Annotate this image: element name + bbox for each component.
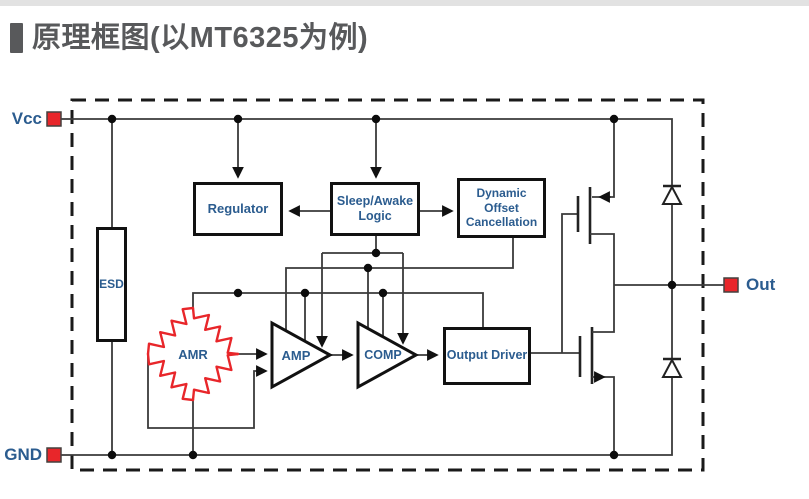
amr-resistor — [191, 352, 240, 402]
block-output-driver: Output Driver — [443, 327, 531, 385]
amp-label: AMP — [281, 348, 311, 363]
out-label: Out — [746, 275, 776, 294]
driver-to-gates-wires — [531, 213, 580, 354]
amr-resistor — [146, 306, 195, 356]
top-strip — [0, 0, 809, 6]
amp-triangle — [270, 320, 334, 390]
regulator-label: Regulator — [207, 201, 269, 217]
block-dynamic-offset-cancellation: Dynamic Offset Cancellation — [457, 178, 546, 238]
block-esd: ESD — [96, 227, 127, 342]
block-regulator: Regulator — [193, 182, 283, 236]
gnd-rail — [61, 377, 673, 456]
upper-clamp-diode — [661, 184, 683, 285]
amr-label: AMR — [178, 347, 208, 362]
chip-boundary-dashed-border — [70, 98, 705, 472]
title-bullet-bar — [10, 23, 23, 53]
gnd-terminal — [46, 447, 62, 463]
sleep-awake-logic-label: Sleep/Awake Logic — [336, 193, 414, 223]
regulator-bias-bus — [192, 292, 484, 341]
title-row: 原理框图(以MT6325为例) — [10, 18, 368, 58]
amr-resistor — [146, 352, 195, 402]
upper-mosfet — [576, 119, 615, 285]
vcc-terminal — [46, 111, 62, 127]
out-terminal — [723, 277, 739, 293]
vcc-rail — [61, 118, 673, 186]
block-sleep-awake-logic: Sleep/Awake Logic — [330, 182, 420, 236]
output-driver-label: Output Driver — [446, 348, 528, 363]
comp-label: COMP — [364, 348, 402, 362]
junction-dots — [107, 114, 677, 460]
lower-mosfet — [578, 285, 615, 455]
gnd-label: GND — [4, 445, 42, 464]
lower-clamp-diode — [661, 285, 683, 378]
dynamic-offset-cancellation-label: Dynamic Offset Cancellation — [465, 186, 538, 230]
amr-bridge — [146, 306, 240, 402]
page-title: 原理框图(以MT6325为例) — [32, 21, 369, 54]
amr-bridge-wires — [147, 348, 268, 455]
vcc-label: Vcc — [11, 109, 42, 128]
comp-triangle — [356, 320, 420, 390]
offset-cancel-bus — [285, 238, 514, 331]
amr-resistor — [191, 306, 240, 356]
esd-label: ESD — [99, 277, 124, 292]
